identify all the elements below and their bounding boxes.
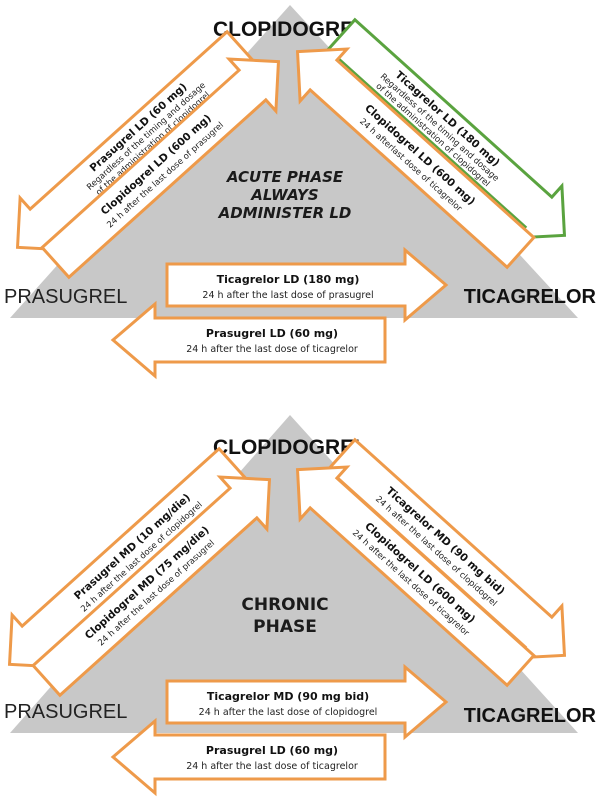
acute-center-line-2: ALWAYS xyxy=(250,186,318,204)
chronic-label-clopidogrel: CLOPIDOGREL xyxy=(213,436,367,459)
acute-label-ticagrelor: TICAGRELOR xyxy=(464,286,597,308)
arrow-shape xyxy=(165,663,449,741)
acute-arrow-tica-to-pras: Prasugrel LD (60 mg) 24 h after the last… xyxy=(110,300,387,380)
acute-center-line-1: ACUTE PHASE xyxy=(226,168,344,186)
chronic-center-line-2: PHASE xyxy=(253,617,317,637)
arrow-sub-1: 24 h after the last dose of clopidogrel xyxy=(199,707,378,718)
acute-center-line-3: ADMINISTER LD xyxy=(218,204,352,222)
arrow-title: Prasugrel LD (60 mg) xyxy=(206,744,338,757)
chronic-center-text: CHRONIC PHASE xyxy=(241,595,328,637)
acute-center-text: ACUTE PHASE ALWAYS ADMINISTER LD xyxy=(218,168,352,222)
acute-triangle xyxy=(10,5,578,318)
arrow-sub-1: 24 h after the last dose of prasugrel xyxy=(202,290,373,301)
chronic-label-ticagrelor: TICAGRELOR xyxy=(464,705,597,727)
acute-phase-panel: CLOPIDOGREL PRASUGREL TICAGRELOR ACUTE P… xyxy=(4,5,597,380)
arrow-shape xyxy=(110,717,387,797)
arrow-title: Ticagrelor MD (90 mg bid) xyxy=(207,690,369,703)
acute-label-prasugrel: PRASUGREL xyxy=(4,286,127,308)
arrow-shape xyxy=(31,475,272,698)
arrow-shape xyxy=(110,300,387,380)
chronic-triangle xyxy=(10,415,578,733)
arrow-shape xyxy=(295,47,536,270)
arrow-sub-1: 24 h after the last dose of ticagrelor xyxy=(186,761,358,772)
arrow-title: Ticagrelor LD (180 mg) xyxy=(217,273,360,286)
arrow-shape xyxy=(295,465,536,688)
chronic-label-prasugrel: PRASUGREL xyxy=(4,701,127,723)
arrow-title: Prasugrel LD (60 mg) xyxy=(206,327,338,340)
acute-arrow-pras-to-tica: Ticagrelor LD (180 mg) 24 h after the la… xyxy=(165,246,449,324)
acute-label-clopidogrel: CLOPIDOGREL xyxy=(213,18,367,41)
chronic-arrow-tica-to-pras: Prasugrel LD (60 mg) 24 h after the last… xyxy=(110,717,387,797)
chronic-phase-panel: CLOPIDOGREL PRASUGREL TICAGRELOR CHRONIC… xyxy=(4,415,597,797)
arrow-shape xyxy=(40,57,281,280)
arrow-sub-1: 24 h after the last dose of ticagrelor xyxy=(186,344,358,355)
chronic-arrow-pras-to-tica: Ticagrelor MD (90 mg bid) 24 h after the… xyxy=(165,663,449,741)
chronic-center-line-1: CHRONIC xyxy=(241,595,328,615)
arrow-shape xyxy=(165,246,449,324)
